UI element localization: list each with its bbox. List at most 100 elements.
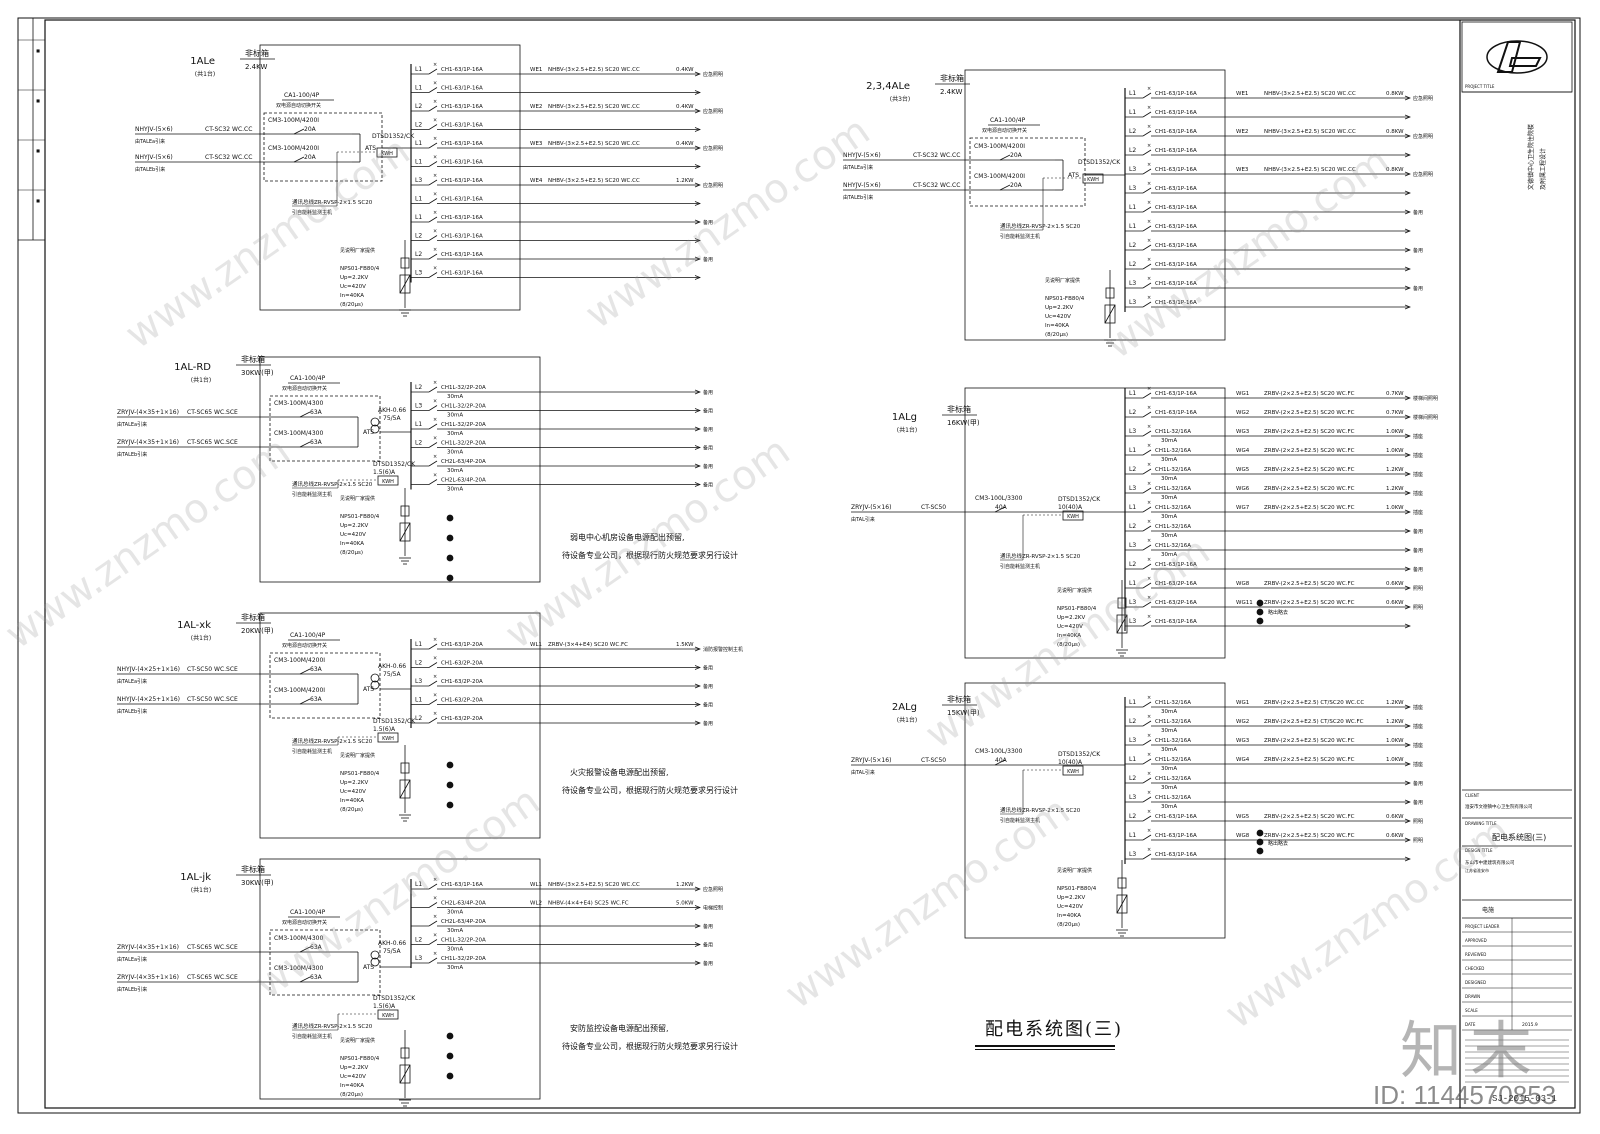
- panel-count: (共1台): [897, 426, 918, 434]
- circuit-breaker: CH1L-32/2P-20A: [441, 404, 486, 410]
- ct-coil: [370, 417, 380, 427]
- left-strip-mark: ■: [36, 148, 40, 153]
- circuit-arrow: [694, 164, 701, 169]
- circuit-breaker-contact: [428, 216, 438, 223]
- circuit-id: WL2: [530, 901, 542, 907]
- circuit-breaker: CH1-63/1P-16A: [441, 104, 483, 110]
- circuit-load: 0.6KW: [1386, 814, 1404, 820]
- circuit-breaker-contact: [1142, 225, 1152, 232]
- spd-spec: Up=2.2KV: [340, 780, 368, 786]
- circuit-use: 插座: [1413, 761, 1423, 768]
- circuit-id: WG3: [1236, 738, 1250, 744]
- comm-bus: 通讯总线ZR-RVSP-2×1.5 SC20: [292, 1022, 373, 1030]
- circuit-load: 5.0KW: [676, 901, 694, 907]
- circuit-breaker: CH1-63/1P-16A: [1155, 833, 1197, 839]
- circuit-breaker-mark: ×: [1147, 86, 1151, 92]
- comm-source: 引自能耗监测主机: [292, 748, 332, 755]
- circuit-load: 0.7KW: [1386, 391, 1404, 397]
- spd-spec: In=40KA: [340, 293, 364, 299]
- ats-desc: 双电源自动切换开关: [282, 385, 327, 392]
- panel-note: 待设备专业公司，根据现行防火规范要求另行设计: [562, 785, 738, 795]
- circuit-breaker-mark: ×: [1147, 828, 1151, 834]
- title-underline-thin: [975, 1049, 1115, 1050]
- continuation-dot: [446, 1032, 454, 1040]
- circuit-arrow: [1404, 152, 1411, 158]
- circuit-use: 应急照明: [703, 108, 723, 115]
- circuit-use: 应急照明: [1413, 95, 1433, 102]
- spd-spec: Up=2.2KV: [1045, 305, 1073, 311]
- circuit-phase: L1: [415, 214, 422, 221]
- circuit-breaker: CH1-63/1P-16A: [441, 234, 483, 240]
- circuit-arrow: [694, 445, 701, 450]
- breaker-model: CM3-100M/4300: [274, 400, 323, 407]
- continuation-dot: [1256, 608, 1264, 616]
- circuit-phase: L1: [415, 85, 422, 92]
- circuit-use: 插座: [1413, 433, 1423, 440]
- circuit-id: WE4: [530, 178, 543, 184]
- circuit-rcd: 30mA: [1161, 747, 1177, 753]
- circuit-use: 备用: [703, 463, 713, 470]
- feed-source: 由TAL引来: [851, 516, 875, 523]
- circuit-rcd: 30mA: [1161, 804, 1177, 810]
- circuit-arrow: [1404, 856, 1411, 862]
- circuit-breaker: CH1L-32/2P-20A: [441, 938, 486, 944]
- circuit-cable: ZRBV-(2×2.5+E2.5) SC20 WC.FC: [1264, 448, 1355, 454]
- box-type: 非标箱: [241, 864, 265, 874]
- circuit-arrow: [694, 408, 701, 413]
- feed-source: 由TALEa引来: [117, 956, 147, 963]
- circuit-phase: L2: [1129, 147, 1136, 154]
- kwh-label: KWH: [382, 479, 394, 485]
- continuation-dot: [446, 574, 454, 582]
- circuit-arrow: [1404, 818, 1411, 824]
- panel-name: 1ALe: [190, 56, 215, 67]
- tb-row-label: DESIGNED: [1465, 980, 1486, 985]
- circuit-breaker-mark: ×: [1147, 481, 1151, 487]
- spd-slash: [399, 1064, 411, 1084]
- circuit-arrow: [694, 905, 701, 910]
- circuit-use: 照明: [1413, 605, 1423, 611]
- drawing-title: 配电系统图(三): [985, 1019, 1124, 1040]
- circuit-id: WG4: [1236, 757, 1250, 763]
- circuit-breaker: CH1-63/2P-16A: [1155, 581, 1197, 587]
- feed-cable: NHYJV-(5×6): [843, 152, 881, 159]
- circuit-phase: L2: [415, 440, 422, 447]
- panel-name: 2,3,4ALe: [866, 81, 910, 92]
- sheet-number: SJ-2015-03-1: [1492, 1094, 1557, 1104]
- circuit-arrow: [694, 482, 701, 487]
- circuit-breaker-contact: [428, 253, 438, 260]
- kwh-box: [377, 1009, 399, 1020]
- circuit-id: WE1: [1236, 91, 1248, 97]
- circuit-breaker-mark: ×: [433, 99, 437, 105]
- image-id: ID: 1144570853: [1373, 1080, 1557, 1110]
- circuit-phase: L3: [1129, 794, 1136, 801]
- circuit-arrow: [1404, 171, 1411, 177]
- circuit-breaker: CH1L-32/2P-20A: [441, 956, 486, 962]
- spd-spec: (8/20μs): [340, 807, 363, 813]
- circuit-arrow: [1404, 585, 1411, 591]
- tb-project-name: 文德镇中心卫生院住院楼: [1527, 124, 1535, 190]
- tb-client-label: CLIENT: [1465, 793, 1480, 798]
- circuit-breaker-mark: ×: [1147, 200, 1151, 206]
- left-strip-mark: ■: [36, 48, 40, 53]
- circuit-breaker-mark: ×: [433, 914, 437, 920]
- circuit-rcd: 30mA: [447, 910, 463, 916]
- circuit-breaker: CH1-63/1P-16A: [1155, 129, 1197, 135]
- circuit-use: 备用: [703, 923, 713, 930]
- tb-drawing-label: DRAWING TITLE: [1465, 821, 1497, 826]
- circuit-arrow: [1404, 799, 1411, 805]
- circuit-phase: L3: [415, 270, 422, 277]
- circuit-breaker: CH1-63/1P-16A: [441, 67, 483, 73]
- circuit-breaker-contact: [1142, 449, 1152, 456]
- circuit-breaker: CH1L-32/16A: [1155, 429, 1191, 435]
- circuit-breaker-mark: ×: [1147, 695, 1151, 701]
- main-breaker-rating: 40A: [995, 504, 1008, 511]
- circuit-rcd: 30mA: [447, 965, 463, 971]
- circuit-load: 0.7KW: [1386, 410, 1404, 416]
- spd-slash: [399, 779, 411, 799]
- breaker-rating: 63A: [310, 439, 323, 446]
- circuit-breaker-contact: [428, 717, 438, 724]
- circuit-breaker-mark: ×: [433, 896, 437, 902]
- circuit-breaker: CH1-63/1P-16A: [441, 252, 483, 258]
- circuit-breaker: CH1-63/1P-16A: [1155, 91, 1197, 97]
- circuit-breaker: CH1-63/1P-16A: [441, 141, 483, 147]
